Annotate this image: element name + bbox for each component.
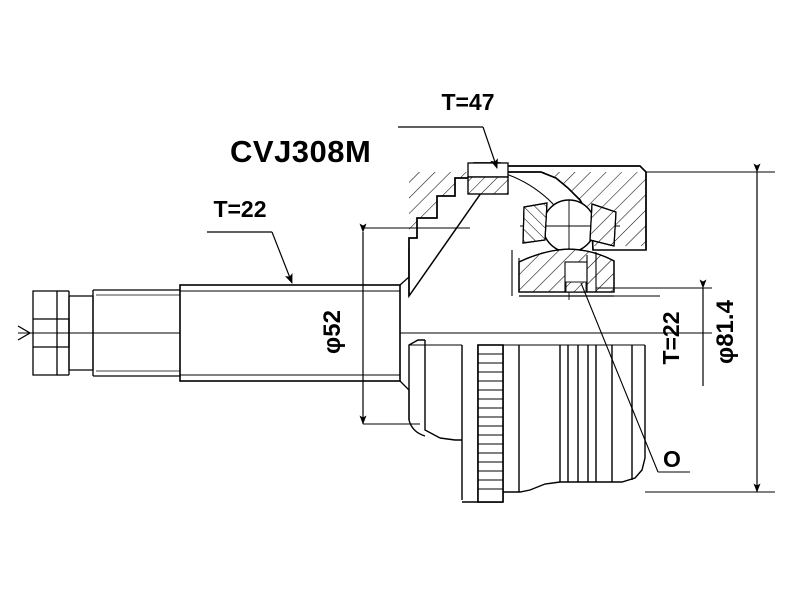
housing-section-lines [409, 295, 660, 346]
label-t47: T=47 [441, 89, 494, 115]
dimension-label-inner-t22: T=22 [658, 311, 684, 364]
dimension-label-phi52: φ52 [319, 310, 346, 354]
dimension-inner-t22: T=22 [596, 279, 712, 386]
dimension-label-phi814: φ81.4 [712, 299, 739, 364]
dimension-phi52: φ52 [319, 223, 470, 425]
leader-o-marker [580, 282, 690, 473]
label-o-marker: O [663, 446, 681, 472]
axis-end-arrow [17, 325, 32, 341]
leader-t47 [398, 126, 498, 169]
dimension-phi814: φ81.4 [645, 163, 775, 493]
label-shaft-t22: T=22 [213, 196, 266, 222]
abs-tone-ring [477, 344, 504, 503]
page-title: CVJ308M [230, 134, 371, 169]
leader-shaft-t22 [207, 231, 293, 284]
outer-spline-block-t47 [467, 162, 509, 195]
ball-cage-segments [522, 202, 617, 247]
shaft-body [92, 289, 180, 377]
